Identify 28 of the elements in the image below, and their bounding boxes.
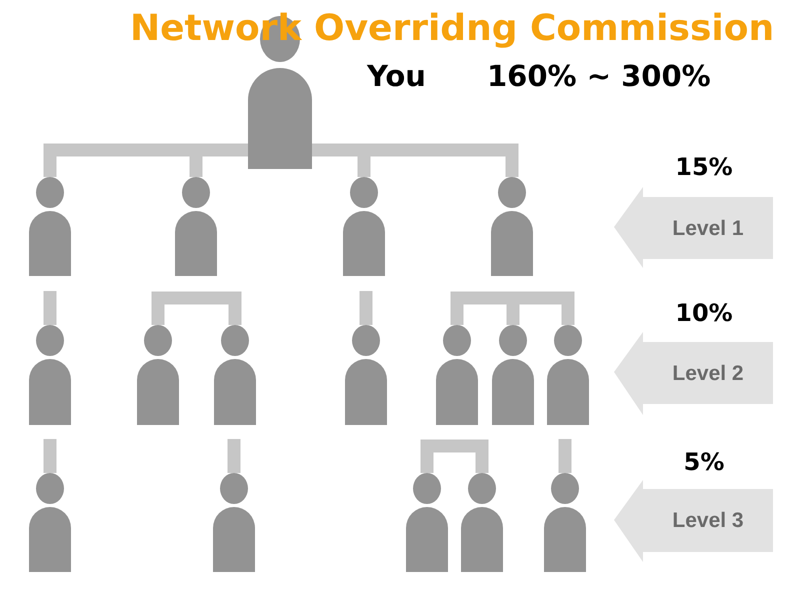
connector-line [190,144,248,156]
level-label: Level 3 [672,510,744,531]
percentage-label: 5% [682,450,726,474]
level-arrow [614,187,773,268]
connector-line [312,144,370,156]
percentage-label: 10% [674,301,734,325]
level-arrow [614,332,773,415]
level-label: Level 1 [672,218,744,238]
connector-line [44,291,56,325]
connector-line [190,156,202,177]
commission-range-label: 160% ~ 300% [487,62,711,91]
connector-line [44,144,190,177]
connector-line [360,291,372,325]
level-label: Level 2 [672,362,744,384]
connector-line [520,292,574,325]
person-label: You [367,62,426,91]
connector-line [558,439,572,473]
connector-line [152,292,242,325]
connector-line [358,156,370,177]
connector-line [450,292,520,325]
connector-line [228,439,240,473]
connector-line [506,304,520,325]
diagram-title: Network Overridng Commission [130,11,774,47]
connector-line [44,439,56,473]
connector-line [370,144,518,177]
percentage-label: 15% [674,155,734,179]
level-arrow [614,480,773,562]
connector-line [420,440,488,473]
